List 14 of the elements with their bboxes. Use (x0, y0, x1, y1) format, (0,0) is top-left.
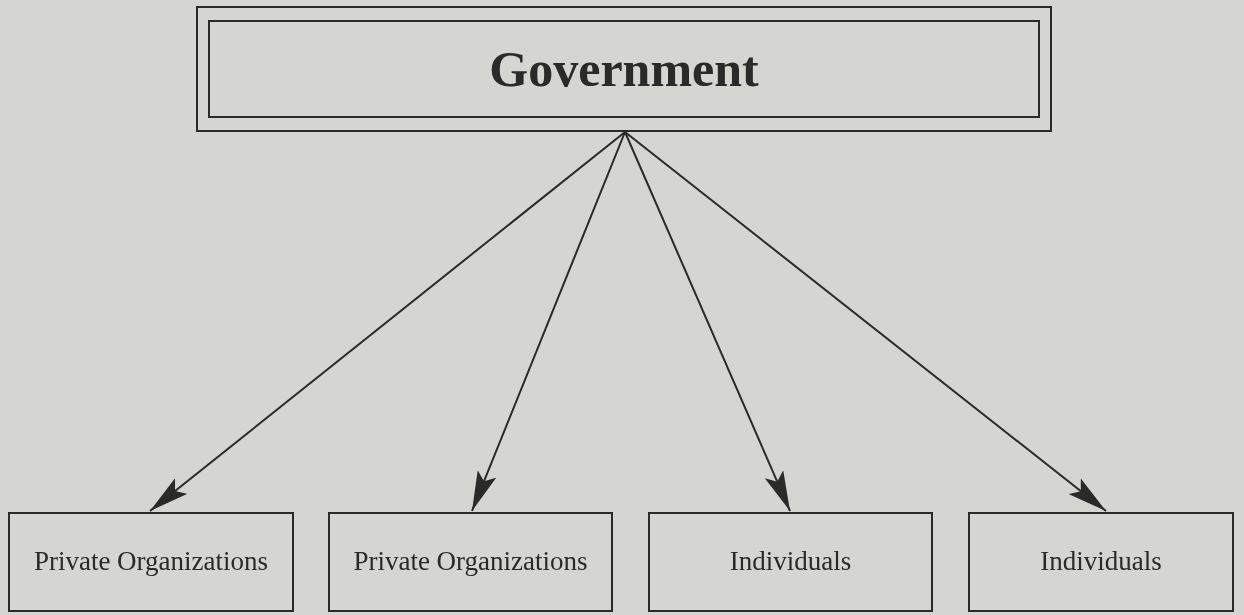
arrow (471, 131, 626, 512)
box (8, 512, 294, 612)
arrow (149, 131, 626, 512)
box (328, 512, 613, 612)
box (968, 512, 1234, 612)
box (196, 6, 1052, 132)
box-label: Individuals (729, 545, 852, 579)
box-title: Government (489, 39, 759, 99)
box-label: Private Organizations (33, 545, 269, 579)
arrow (624, 131, 791, 512)
box-label: Private Organizations (353, 545, 588, 579)
box (648, 512, 933, 612)
box-label: Individuals (1040, 545, 1162, 579)
arrow (624, 131, 1107, 512)
